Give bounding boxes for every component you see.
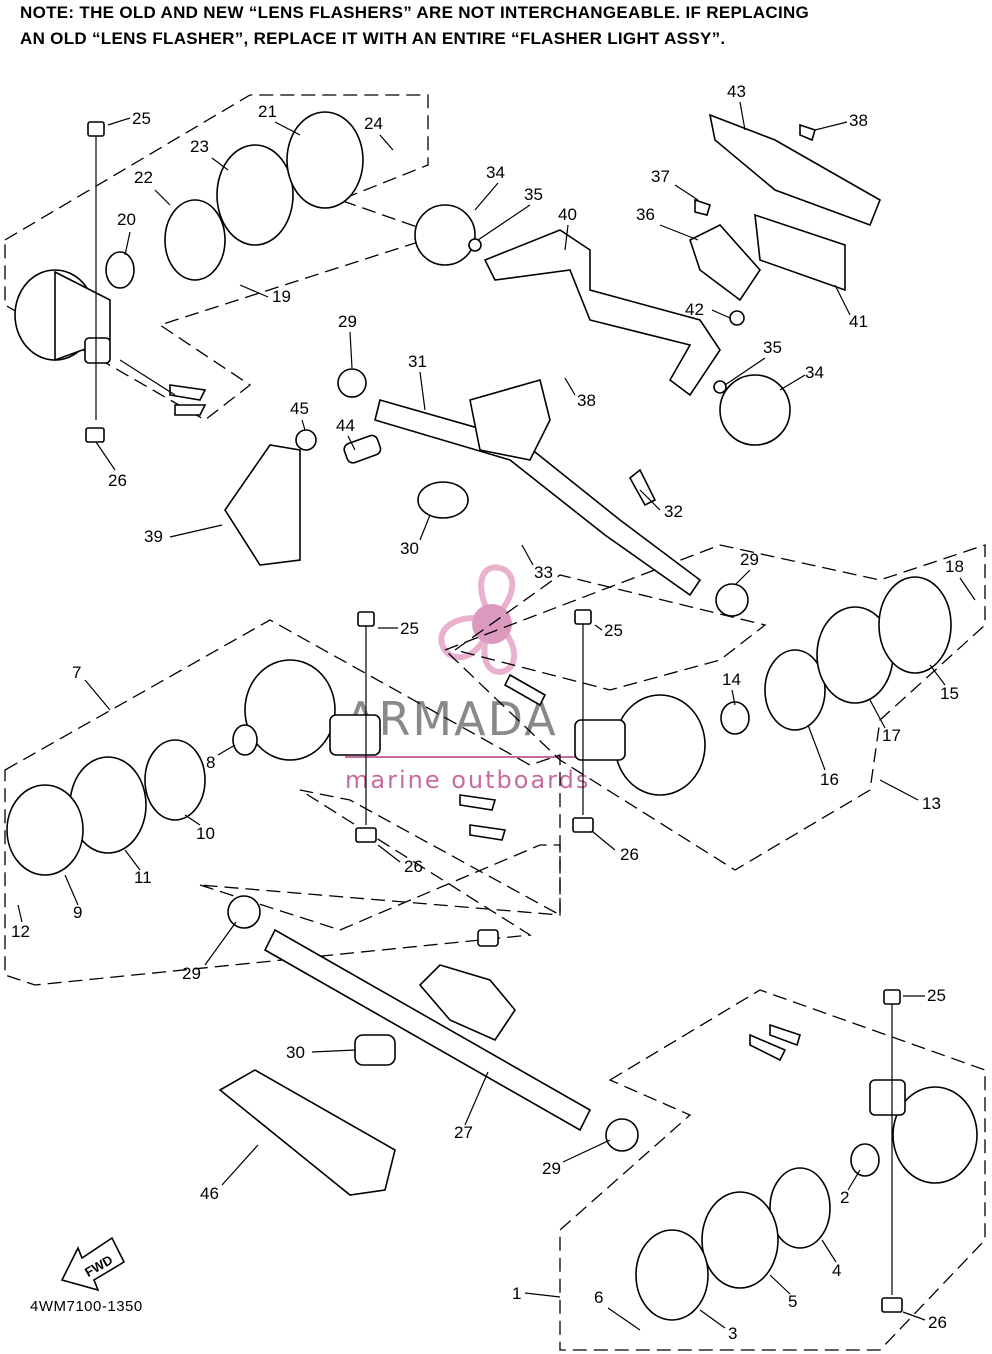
callout-20: 20 (117, 210, 136, 229)
callout-14: 14 (722, 670, 741, 689)
callout-31: 31 (408, 352, 427, 371)
callout-10: 10 (196, 824, 215, 843)
callout-46: 46 (200, 1184, 219, 1203)
callout-24: 24 (364, 114, 383, 133)
callout-17: 17 (882, 726, 901, 745)
fwd-arrow: FWD (60, 1236, 126, 1292)
callout-26-b: 26 (404, 857, 423, 876)
callout-13: 13 (922, 794, 941, 813)
callout-21: 21 (258, 102, 277, 121)
callout-25-b: 25 (400, 619, 419, 638)
callout-25-d: 25 (927, 986, 946, 1005)
fasteners (85, 121, 903, 1313)
callout-25: 25 (132, 109, 151, 128)
callout-26-c: 26 (620, 845, 639, 864)
flasher-assembly-1 (635, 1023, 978, 1321)
callout-2: 2 (840, 1188, 849, 1207)
callout-6: 6 (594, 1288, 603, 1307)
flasher-assembly-19 (14, 111, 364, 416)
note-line-2: AN OLD “LENS FLASHER”, REPLACE IT WITH A… (20, 29, 726, 48)
callout-23: 23 (190, 137, 209, 156)
callout-25-c: 25 (604, 621, 623, 640)
callout-22: 22 (134, 168, 153, 187)
callout-30-a: 30 (400, 539, 419, 558)
callout-26-d: 26 (928, 1313, 947, 1332)
center-stay-31 (224, 368, 749, 617)
callout-1: 1 (512, 1284, 521, 1303)
callout-5: 5 (788, 1292, 797, 1311)
callout-27: 27 (454, 1123, 473, 1142)
callout-38-b: 38 (849, 111, 868, 130)
flasher-assembly-7 (6, 659, 507, 876)
callout-35-a: 35 (524, 185, 543, 204)
callout-7: 7 (72, 663, 81, 682)
assembly-outlines (4, 94, 986, 1351)
callout-29-a: 29 (338, 312, 357, 331)
callout-8: 8 (206, 753, 215, 772)
callout-3: 3 (728, 1324, 737, 1343)
lower-stay-27 (218, 895, 639, 1196)
callout-15: 15 (940, 684, 959, 703)
watermark-tagline: marine outboards (345, 766, 590, 794)
callout-44: 44 (336, 416, 355, 435)
license-brackets (414, 113, 882, 446)
callout-29-b: 29 (740, 550, 759, 569)
drawing-code: 4WM7100-1350 (30, 1298, 143, 1315)
callout-45: 45 (290, 399, 309, 418)
callout-43: 43 (727, 82, 746, 101)
callout-19: 19 (272, 287, 291, 306)
flasher-assembly-13 (503, 576, 952, 796)
callout-11: 11 (134, 868, 152, 887)
callout-34-b: 34 (805, 363, 824, 382)
callout-29-c: 29 (182, 964, 201, 983)
note-header: NOTE: THE OLD AND NEW “LENS FLASHERS” AR… (20, 0, 980, 52)
callout-18: 18 (945, 557, 964, 576)
callout-36: 36 (636, 205, 655, 224)
callout-35-b: 35 (763, 338, 782, 357)
callout-4: 4 (832, 1261, 841, 1280)
callout-37: 37 (651, 167, 670, 186)
callout-33: 33 (534, 563, 553, 582)
note-line-1: NOTE: THE OLD AND NEW “LENS FLASHERS” AR… (20, 3, 810, 22)
callout-12: 12 (11, 922, 30, 941)
callout-41: 41 (849, 312, 868, 331)
callout-9: 9 (73, 903, 82, 922)
callouts: 25 21 24 23 22 20 19 26 29 31 45 44 39 3… (11, 82, 976, 1343)
callout-26-a: 26 (108, 471, 127, 490)
callout-34-a: 34 (486, 163, 505, 182)
callout-40: 40 (558, 205, 577, 224)
callout-16: 16 (820, 770, 839, 789)
callout-32: 32 (664, 502, 683, 521)
callout-38-a: 38 (577, 391, 596, 410)
callout-29-d: 29 (542, 1159, 561, 1178)
callout-39: 39 (144, 527, 163, 546)
callout-42: 42 (685, 300, 704, 319)
callout-30-b: 30 (286, 1043, 305, 1062)
